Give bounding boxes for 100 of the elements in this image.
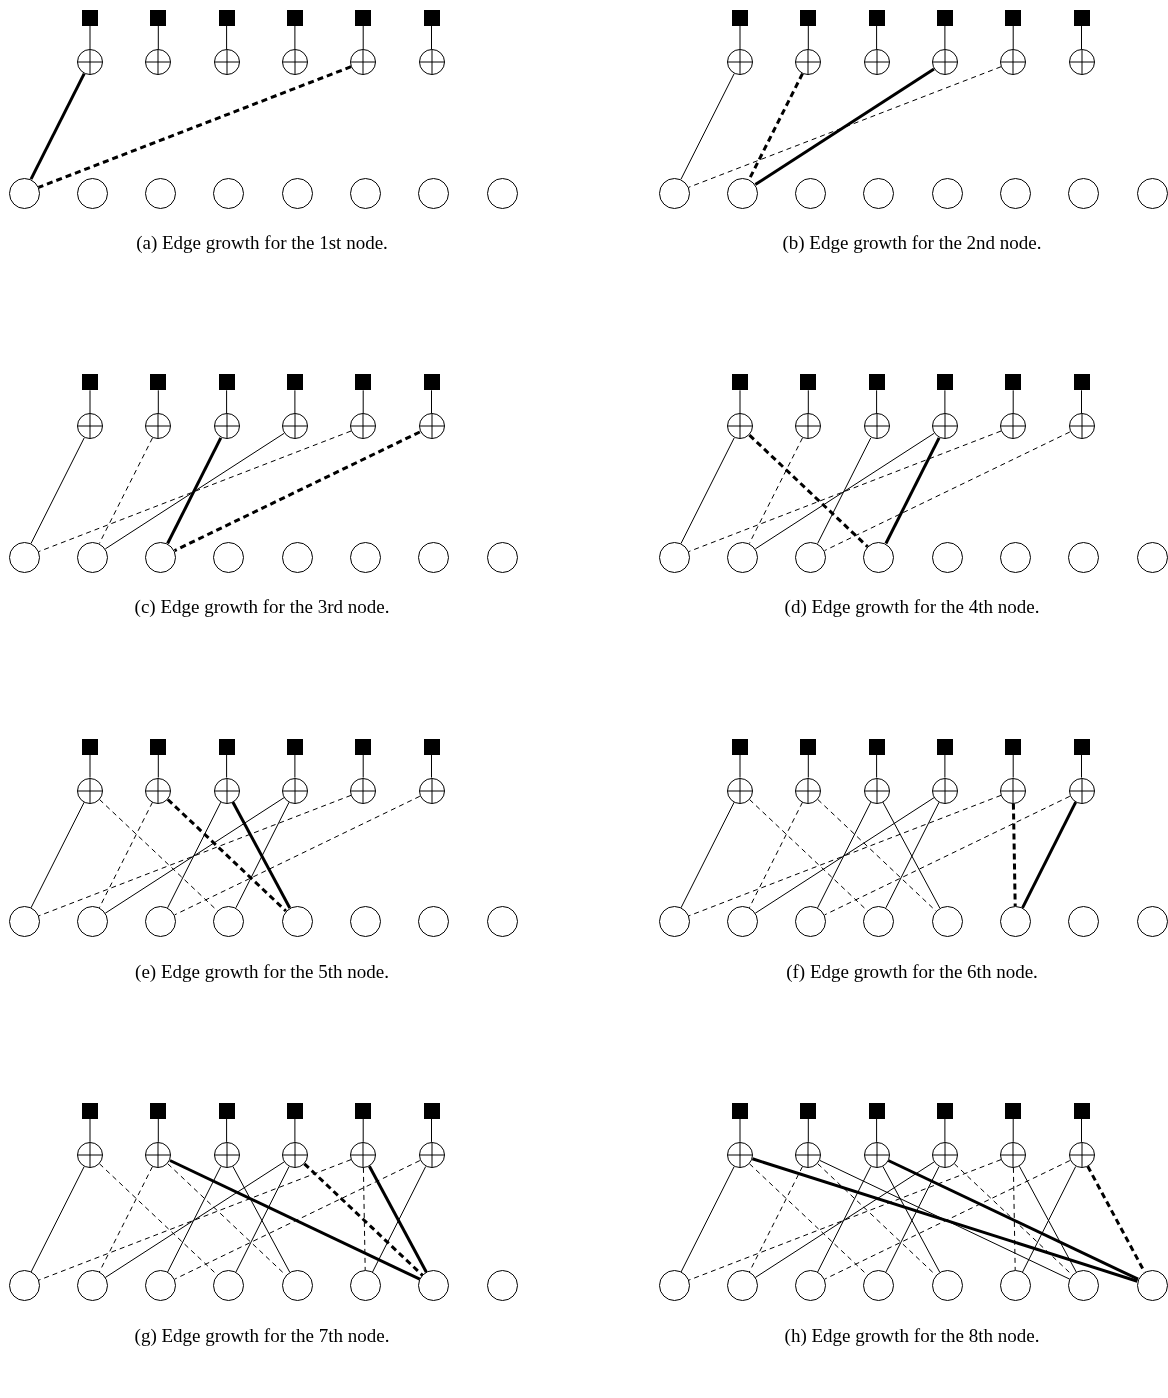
plus-circle-node <box>931 1141 958 1168</box>
plus-circle-node <box>1068 49 1095 75</box>
plus-circle-node <box>727 413 753 440</box>
edge-line <box>30 437 85 544</box>
square-node <box>800 10 817 26</box>
figure-caption: (f) Edge growth for the 6th node. <box>786 960 1038 983</box>
edge-line <box>89 754 91 779</box>
edge-line <box>739 25 741 50</box>
edge-line <box>739 1118 741 1143</box>
circle-node <box>795 541 827 573</box>
edge-line <box>817 437 872 544</box>
edge-line <box>431 754 432 779</box>
square-node <box>82 738 98 755</box>
plus-circle-node <box>1068 777 1095 804</box>
plus-circle-node <box>77 1141 103 1168</box>
square-node <box>1005 374 1022 391</box>
square-node <box>82 1102 98 1119</box>
edge-line <box>1011 803 1017 907</box>
plus-circle-node <box>1000 777 1027 804</box>
plus-circle-node <box>1000 413 1027 440</box>
circle-node <box>1136 1270 1168 1302</box>
edge-line <box>876 389 878 414</box>
circle-node <box>1000 906 1031 938</box>
edge-line <box>944 1118 946 1143</box>
circle-node <box>726 541 758 573</box>
edge-line <box>30 1166 85 1273</box>
circle-node <box>658 1270 690 1302</box>
edge-line <box>226 1118 228 1143</box>
edge-line <box>362 1118 364 1143</box>
plus-circle-node <box>213 413 240 440</box>
edge-line <box>30 801 85 909</box>
square-node <box>868 738 885 755</box>
edge-line <box>1012 389 1014 414</box>
square-node <box>218 1102 235 1119</box>
edge-line <box>754 432 935 550</box>
square-node <box>1073 1102 1090 1119</box>
circle-node <box>1136 541 1168 573</box>
edge-line <box>747 72 804 180</box>
circle-node <box>1068 1270 1100 1302</box>
circle-node <box>418 906 450 938</box>
plus-circle-node <box>77 777 103 804</box>
plus-circle-node <box>1068 1141 1095 1168</box>
figure-caption: (g) Edge growth for the 7th node. <box>134 1324 390 1347</box>
edge-line <box>38 794 352 917</box>
circle-node <box>418 1270 450 1302</box>
edge-line <box>688 1159 1002 1281</box>
edge-line <box>431 389 432 414</box>
edge-line <box>739 754 741 779</box>
circle-node <box>8 541 40 573</box>
square-node <box>355 1102 372 1119</box>
edge-line <box>688 794 1002 917</box>
figure-caption: (c) Edge growth for the 3rd node. <box>134 596 390 619</box>
square-node <box>218 10 235 26</box>
edge-line <box>362 1167 366 1271</box>
edge-line <box>362 754 364 779</box>
edge-line <box>944 25 946 50</box>
edge-line <box>98 437 153 544</box>
circle-node <box>213 1270 245 1302</box>
edge-line <box>166 437 223 545</box>
plus-circle-node <box>863 413 890 440</box>
plus-circle-node <box>145 49 172 75</box>
edge-line <box>226 389 228 414</box>
circle-node <box>76 541 108 573</box>
circle-node <box>1068 541 1100 573</box>
edge-line <box>104 797 285 914</box>
edge-line <box>173 430 421 552</box>
circle-node <box>213 177 245 209</box>
plus-circle-node <box>145 1141 172 1168</box>
square-node <box>732 374 748 391</box>
square-node <box>800 1102 817 1119</box>
circle-node <box>795 177 827 209</box>
circle-node <box>76 906 108 938</box>
circle-node <box>1000 177 1031 209</box>
plus-circle-node <box>350 777 377 804</box>
square-node <box>936 374 953 391</box>
edge-line <box>876 1118 878 1143</box>
plus-circle-node <box>863 1141 890 1168</box>
circle-node <box>486 177 518 209</box>
plus-circle-node <box>418 49 445 75</box>
plus-circle-node <box>281 1141 308 1168</box>
edge-line <box>37 65 352 189</box>
square-node <box>286 10 303 26</box>
circle-node <box>350 1270 381 1302</box>
circle-node <box>1068 177 1100 209</box>
square-node <box>218 738 235 755</box>
figure-caption: (h) Edge growth for the 8th node. <box>784 1324 1040 1347</box>
edge-line <box>303 1162 424 1277</box>
edge-line <box>754 1161 935 1278</box>
plus-circle-node <box>931 413 958 440</box>
square-node <box>936 1102 953 1119</box>
edge-line <box>807 754 809 779</box>
square-node <box>936 738 953 755</box>
square-node <box>150 10 167 26</box>
circle-node <box>76 177 108 209</box>
edge-line <box>1012 1118 1014 1143</box>
plus-circle-node <box>213 1141 240 1168</box>
edge-line <box>89 25 91 50</box>
edge-line <box>748 437 803 544</box>
edge-line <box>1081 1118 1082 1143</box>
circle-node <box>8 906 40 938</box>
